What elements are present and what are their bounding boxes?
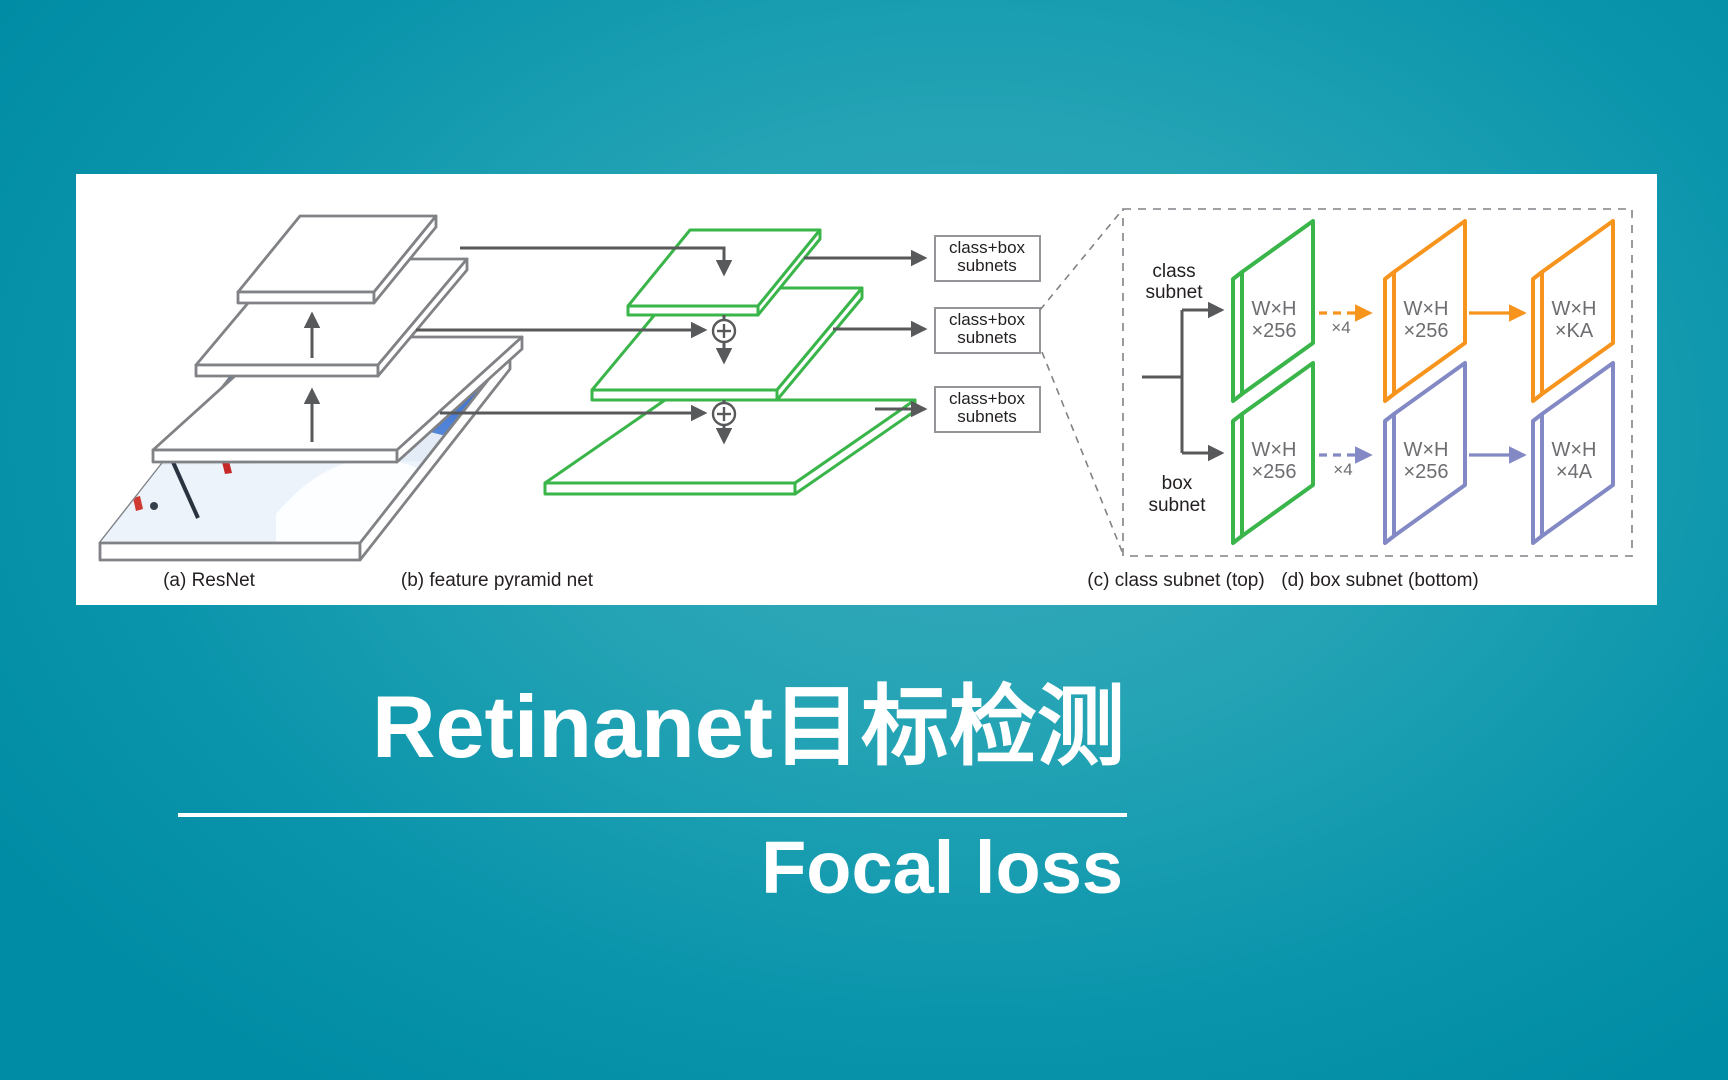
classbox-subnet-box: class+box subnets <box>934 307 1041 354</box>
zoom-dashed-line <box>1041 351 1124 555</box>
svg-text:class+box: class+box <box>949 238 1026 257</box>
caption-fpn: (b) feature pyramid net <box>401 570 594 591</box>
subnet-stage-arrows <box>1319 304 1527 464</box>
card-label: ×256 <box>1251 461 1296 483</box>
repeat-label: ×4 <box>1333 460 1352 479</box>
svg-text:class+box: class+box <box>949 310 1026 329</box>
title-divider <box>178 813 1127 817</box>
backbone-feature-layer-small <box>236 214 438 305</box>
card-label: ×256 <box>1403 320 1448 342</box>
slide-subtitle: Focal loss <box>761 826 1123 909</box>
zoom-dashed-line <box>1039 208 1124 311</box>
subnet-input-fork <box>1142 301 1225 462</box>
conv-card-green-class <box>1231 219 1315 403</box>
conv-card-green-box <box>1231 361 1315 545</box>
card-label: W×H <box>1552 439 1597 461</box>
add-icon <box>711 401 737 427</box>
repeat-label: ×4 <box>1331 318 1350 337</box>
caption-class-subnet: (c) class subnet (top) <box>1087 570 1264 591</box>
conv-cards <box>1231 219 1615 545</box>
caption-resnet: (a) ResNet <box>163 570 256 591</box>
zoom-connectors <box>1039 208 1633 557</box>
caption-box-subnet: (d) box subnet (bottom) <box>1281 570 1478 591</box>
resnet-backbone <box>98 214 524 562</box>
output-card-box <box>1531 361 1615 545</box>
card-label: W×H <box>1404 439 1449 461</box>
classbox-subnet-box: class+box subnets <box>934 235 1041 282</box>
classbox-subnet-boxes: class+box subnets class+box subnets clas… <box>934 235 1041 433</box>
classbox-subnet-box: class+box subnets <box>934 386 1041 433</box>
card-label: ×256 <box>1403 461 1448 483</box>
subnet-arrows <box>804 249 928 418</box>
card-label: ×256 <box>1251 320 1296 342</box>
svg-text:subnets: subnets <box>957 328 1017 347</box>
svg-text:subnets: subnets <box>957 407 1017 426</box>
class-subnet-label: subnet <box>1145 282 1203 303</box>
merge-add-icons <box>711 318 737 427</box>
slide-title: Retinanet目标检测 <box>372 677 1125 776</box>
subnet-detail-panel <box>1122 208 1633 557</box>
lateral-connection-line <box>460 246 733 277</box>
card-label: W×H <box>1552 298 1597 320</box>
card-label: W×H <box>1404 298 1449 320</box>
retinanet-figure: class+box subnets class+box subnets clas… <box>98 208 1633 591</box>
feature-pyramid <box>543 228 917 496</box>
card-label: W×H <box>1252 439 1297 461</box>
card-label: W×H <box>1252 298 1297 320</box>
conv-card-purple <box>1383 361 1467 545</box>
output-card-class <box>1531 219 1615 403</box>
card-label: ×KA <box>1555 320 1594 342</box>
add-icon <box>711 318 737 344</box>
conv-card-orange <box>1383 219 1467 403</box>
svg-text:subnets: subnets <box>957 256 1017 275</box>
card-label: ×4A <box>1556 461 1593 483</box>
figure-panel: class+box subnets class+box subnets clas… <box>76 174 1657 605</box>
backbone-feature-layer-large <box>151 335 524 464</box>
class-subnet-label: class <box>1152 261 1195 282</box>
svg-text:class+box: class+box <box>949 389 1026 408</box>
box-subnet-label: subnet <box>1148 495 1206 516</box>
box-subnet-label: box <box>1162 473 1193 494</box>
